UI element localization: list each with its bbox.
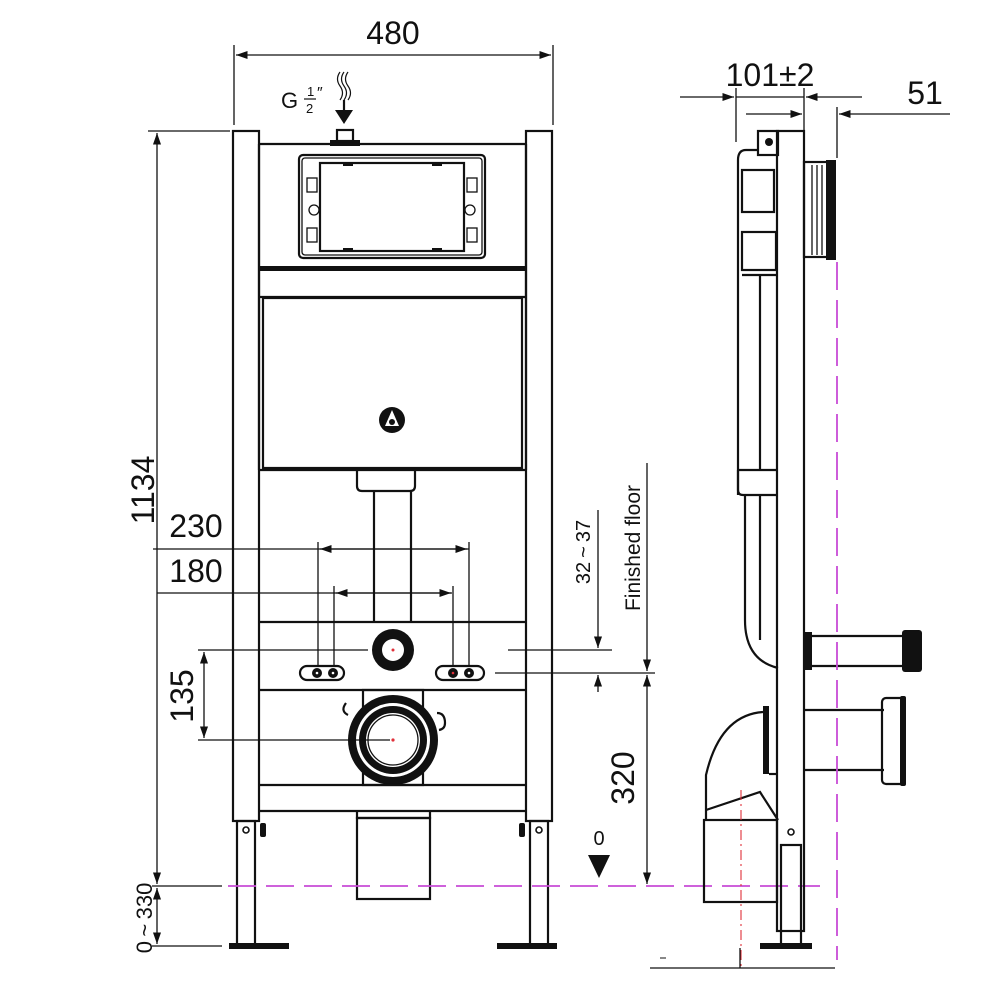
inlet-fraction-numerator: 1 — [307, 84, 314, 99]
inlet-inch-mark: ″ — [317, 85, 323, 102]
tolerance-label: 32 ~ 37 — [573, 520, 595, 584]
cistern — [257, 128, 528, 472]
side-frame — [760, 129, 812, 949]
side-flush-connector — [804, 630, 922, 672]
bolt-spacing-dimensions: 230 180 — [153, 508, 470, 667]
floor-annotations: 32 ~ 37 Finished floor 320 0 — [228, 463, 820, 887]
bolt-to-outlet-label: 135 — [164, 669, 200, 722]
left-upright — [229, 129, 289, 949]
side-cistern — [736, 129, 780, 497]
offset-label: 51 — [907, 75, 943, 111]
right-upright — [497, 129, 557, 949]
water-flow-icon — [336, 71, 352, 101]
side-view: 101±2 51 — [650, 57, 950, 970]
flush-plate-frame — [297, 153, 487, 260]
water-inlet-annotation: G 1 2 ″ — [281, 71, 353, 124]
inlet-arrow-icon — [335, 110, 353, 124]
cistern-logo-icon — [379, 407, 405, 433]
depth-label: 101±2 — [726, 57, 815, 93]
drain-outlet — [342, 688, 447, 787]
front-view: 480 G 1 2 ″ — [125, 15, 655, 953]
height-dimension: 1134 — [125, 130, 230, 884]
width-dimension: 480 — [233, 15, 554, 125]
outlet-height-label: 320 — [605, 751, 641, 804]
leg-adjust-dimension: 0 ~ 330 — [132, 883, 222, 954]
right-bolt-slot — [434, 664, 486, 682]
side-drain-outlet — [804, 696, 906, 786]
height-label: 1134 — [125, 456, 161, 525]
inlet-g-label: G — [281, 88, 298, 113]
left-bolt-slot — [298, 664, 346, 682]
inlet-fraction-denominator: 2 — [306, 101, 313, 116]
side-inlet-fitting — [802, 160, 836, 260]
outlet-bend-box — [355, 811, 432, 901]
leg-adjust-label: 0 ~ 330 — [132, 883, 157, 954]
finished-floor-label: Finished floor — [622, 485, 645, 611]
zero-marker-label: 0 — [593, 828, 604, 850]
bolt-spacing-outer-label: 230 — [169, 508, 222, 544]
flush-pipe — [355, 470, 417, 622]
bolt-to-outlet-dimension: 135 — [164, 649, 390, 741]
offset-dimension: 51 — [746, 75, 950, 158]
level-marker-icon — [588, 855, 610, 878]
bolt-spacing-inner-label: 180 — [169, 553, 222, 589]
width-label: 480 — [366, 15, 419, 51]
depth-dimension: 101±2 — [680, 57, 862, 142]
side-bend — [702, 706, 779, 970]
